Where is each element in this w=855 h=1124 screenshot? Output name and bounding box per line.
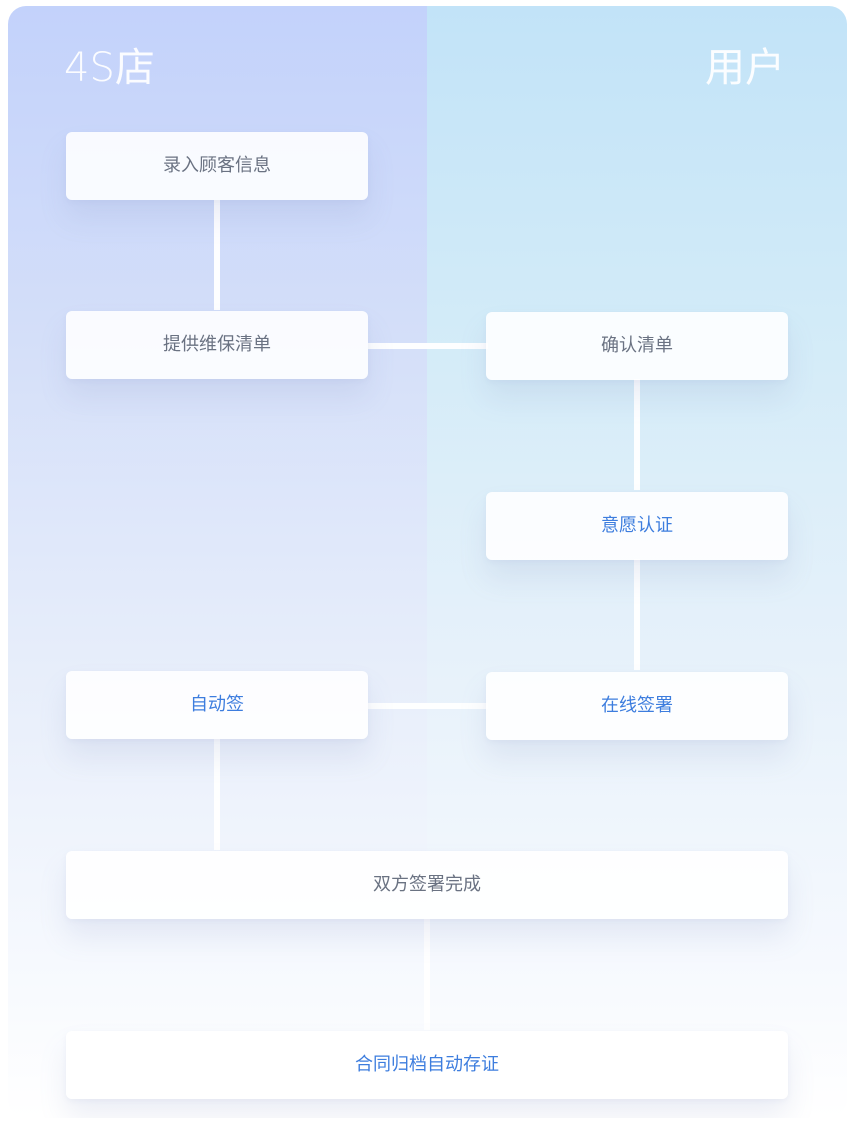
connector-intent-to-online-sign (634, 559, 640, 670)
connector-enter-to-provide (214, 200, 220, 310)
step-archive-and-store-label: 合同归档自动存证 (355, 1054, 499, 1075)
lane-title-4s-store: 4S店 (64, 45, 155, 91)
step-both-signed: 双方签署完成 (66, 851, 788, 919)
connector-provide-to-confirm (368, 343, 488, 349)
step-online-sign: 在线签署 (486, 672, 788, 740)
step-auto-sign: 自动签 (66, 671, 368, 739)
step-provide-maintenance-list: 提供维保清单 (66, 311, 368, 379)
step-confirm-list-label: 确认清单 (601, 335, 673, 356)
step-intent-verification: 意愿认证 (486, 492, 788, 560)
connector-both-signed-to-archive (424, 919, 430, 1030)
step-provide-maintenance-list-label: 提供维保清单 (163, 334, 271, 355)
step-confirm-list: 确认清单 (486, 312, 788, 380)
connector-confirm-to-intent (634, 379, 640, 490)
step-auto-sign-label: 自动签 (190, 694, 244, 715)
lane-title-user: 用户 (705, 45, 785, 91)
step-archive-and-store: 合同归档自动存证 (66, 1031, 788, 1099)
step-online-sign-label: 在线签署 (601, 695, 673, 716)
connector-auto-sign-to-online-sign (368, 703, 488, 709)
flow-diagram-canvas: 4S店 用户 录入顾客信息 提供维保清单 确认清单 意愿认证 自动签 在线签署 … (8, 6, 847, 1118)
step-enter-customer-info: 录入顾客信息 (66, 132, 368, 200)
step-intent-verification-label: 意愿认证 (601, 515, 673, 536)
step-both-signed-label: 双方签署完成 (373, 874, 481, 895)
step-enter-customer-info-label: 录入顾客信息 (163, 155, 271, 176)
connector-auto-sign-to-both-signed (214, 739, 220, 850)
